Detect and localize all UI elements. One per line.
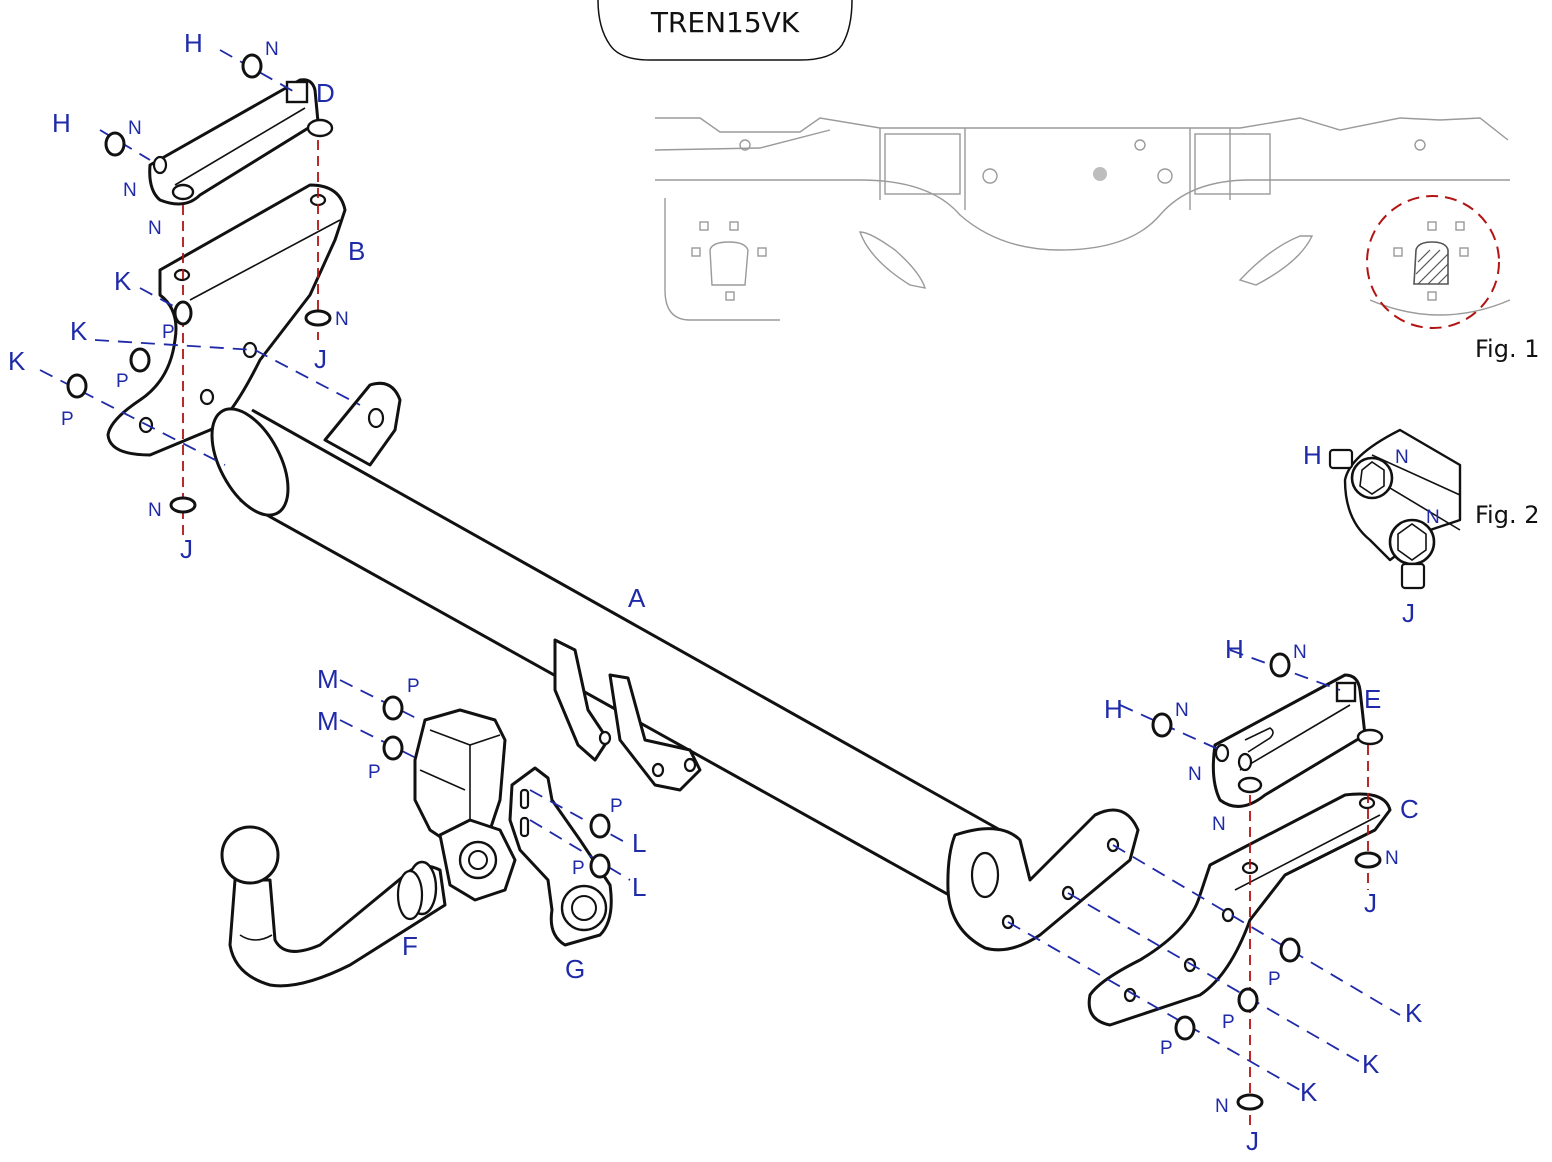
label-P-10: P xyxy=(1160,1038,1173,1059)
fig1-vehicle-rear xyxy=(654,117,1511,329)
label-H-2: H xyxy=(52,108,71,138)
fig1-highlight-circle xyxy=(1366,195,1500,329)
label-H-3: H xyxy=(1225,634,1244,664)
label-H-4: H xyxy=(1104,694,1123,724)
label-L-2: L xyxy=(632,872,646,902)
label-F: F xyxy=(402,931,418,961)
label-D: D xyxy=(316,78,335,108)
fig2-label-J: J xyxy=(1402,598,1415,628)
label-P-5: P xyxy=(368,762,381,783)
label-N-3: N xyxy=(123,180,137,201)
fasteners xyxy=(66,53,1382,1111)
washer-icon xyxy=(1236,1093,1264,1111)
label-P-8: P xyxy=(1268,969,1281,990)
part-A-crossbar xyxy=(210,381,1140,952)
part-D-plate xyxy=(148,78,334,206)
label-M-1: M xyxy=(317,664,339,694)
washer-icon xyxy=(66,373,88,399)
fig2-label-N-bottom: N xyxy=(1426,507,1440,528)
label-N-11: N xyxy=(1385,848,1399,869)
fig2-label-N-top: N xyxy=(1395,447,1409,468)
label-P-6: P xyxy=(610,796,623,817)
part-C-bracket xyxy=(1087,792,1392,1027)
label-N-7: N xyxy=(1293,642,1307,663)
washer-icon xyxy=(173,300,193,326)
label-P-4: P xyxy=(407,676,420,697)
label-N-6: N xyxy=(148,500,162,521)
label-N-8: N xyxy=(1175,700,1189,721)
washer-icon xyxy=(104,131,126,157)
label-P-3: P xyxy=(61,409,74,430)
part-E-plate xyxy=(1211,673,1384,808)
title-box: TREN15VK xyxy=(597,0,853,61)
label-K-5: K xyxy=(1362,1049,1380,1079)
washer-icon xyxy=(1354,851,1382,869)
label-C: C xyxy=(1400,794,1419,824)
label-N-10: N xyxy=(1212,814,1226,835)
label-N-2: N xyxy=(128,118,142,139)
label-L-1: L xyxy=(632,828,646,858)
washer-icon xyxy=(382,735,404,761)
washer-icon xyxy=(1269,652,1291,678)
washer-icon xyxy=(241,53,263,79)
label-P-9: P xyxy=(1222,1012,1235,1033)
washer-icon xyxy=(129,347,151,373)
part-G-socket-plate xyxy=(508,766,613,947)
label-K-2: K xyxy=(70,316,88,346)
tow-ball-icon xyxy=(220,825,280,885)
part-B-bracket xyxy=(106,183,347,457)
label-P-2: P xyxy=(116,371,129,392)
label-N-1: N xyxy=(265,39,279,60)
label-J-1: J xyxy=(314,344,327,374)
label-J-2: J xyxy=(180,534,193,564)
label-P-1: P xyxy=(162,322,175,343)
washer-icon xyxy=(304,309,332,327)
label-J-3: J xyxy=(1364,888,1377,918)
washer-icon xyxy=(169,496,197,514)
fig2-label-H: H xyxy=(1303,440,1322,470)
fig2-label: Fig. 2 xyxy=(1475,501,1540,529)
label-K-3: K xyxy=(8,346,26,376)
label-N-12: N xyxy=(1215,1096,1229,1117)
label-A: A xyxy=(628,583,646,613)
washer-icon xyxy=(382,695,404,721)
washer-icon xyxy=(1237,987,1259,1013)
label-K-6: K xyxy=(1300,1077,1318,1107)
label-N-4: N xyxy=(148,218,162,239)
washer-icon xyxy=(1174,1015,1196,1041)
label-H-1: H xyxy=(184,28,203,58)
product-code: TREN15VK xyxy=(650,6,800,39)
washer-icon xyxy=(1279,937,1301,963)
label-B: B xyxy=(348,236,365,266)
part-F-towball xyxy=(220,708,517,988)
washer-icon xyxy=(1151,712,1173,738)
fig2-detail xyxy=(1328,428,1462,590)
label-P-7: P xyxy=(572,858,585,879)
label-K-1: K xyxy=(114,266,132,296)
label-M-2: M xyxy=(317,706,339,736)
label-J-4: J xyxy=(1246,1126,1259,1156)
label-G: G xyxy=(565,954,585,984)
fig1-label: Fig. 1 xyxy=(1475,335,1540,363)
washer-icon xyxy=(589,813,611,839)
label-E: E xyxy=(1364,684,1381,714)
label-N-5: N xyxy=(335,309,349,330)
label-N-9: N xyxy=(1188,764,1202,785)
washer-icon xyxy=(589,853,611,879)
label-K-4: K xyxy=(1405,998,1423,1028)
fig2-bolt-head-icon xyxy=(1350,456,1394,500)
